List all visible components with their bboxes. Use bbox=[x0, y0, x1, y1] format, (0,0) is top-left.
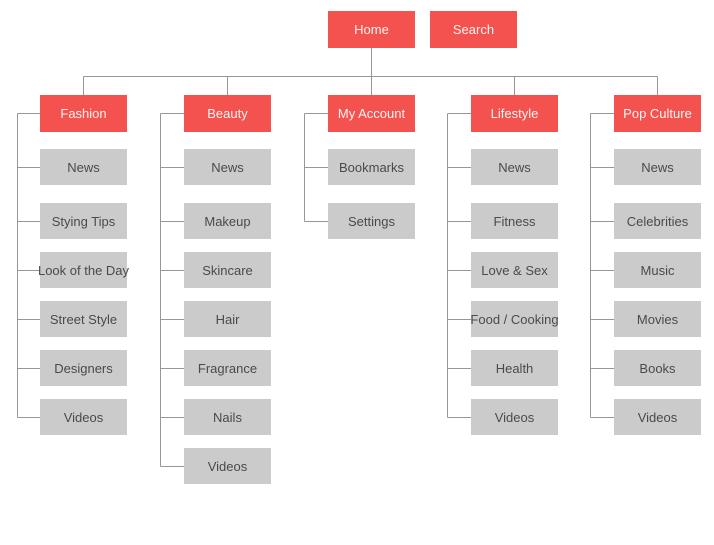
node-lifestyle[interactable]: Lifestyle bbox=[471, 95, 558, 132]
node-my-account-settings[interactable]: Settings bbox=[328, 203, 415, 239]
node-label: Videos bbox=[207, 458, 248, 474]
node-label: Videos bbox=[63, 409, 104, 425]
node-label: Settings bbox=[348, 213, 395, 229]
node-lifestyle-food-cooking[interactable]: Food / Cooking bbox=[470, 301, 559, 337]
node-beauty[interactable]: Beauty bbox=[184, 95, 271, 132]
node-fashion-look-of-the-day[interactable]: Look of the Day bbox=[37, 252, 130, 288]
node-pop-culture-news[interactable]: News bbox=[614, 149, 701, 185]
node-beauty-news[interactable]: News bbox=[184, 149, 271, 185]
node-label: Street Style bbox=[49, 311, 118, 327]
node-beauty-hair[interactable]: Hair bbox=[184, 301, 271, 337]
node-fashion-videos[interactable]: Videos bbox=[40, 399, 127, 435]
node-label: News bbox=[498, 159, 531, 175]
node-beauty-videos[interactable]: Videos bbox=[184, 448, 271, 484]
node-pop-culture[interactable]: Pop Culture bbox=[614, 95, 701, 132]
node-label: News bbox=[641, 159, 674, 175]
node-pop-culture-videos[interactable]: Videos bbox=[614, 399, 701, 435]
node-lifestyle-love-sex[interactable]: Love & Sex bbox=[471, 252, 558, 288]
node-beauty-skincare[interactable]: Skincare bbox=[184, 252, 271, 288]
node-fashion-news[interactable]: News bbox=[40, 149, 127, 185]
node-fashion-designers[interactable]: Designers bbox=[40, 350, 127, 386]
node-label: News bbox=[67, 159, 100, 175]
node-label: Hair bbox=[215, 311, 240, 327]
node-pop-culture-books[interactable]: Books bbox=[614, 350, 701, 386]
node-label: Music bbox=[640, 262, 675, 278]
node-beauty-fragrance[interactable]: Fragrance bbox=[184, 350, 271, 386]
node-home-label: Home bbox=[354, 22, 389, 37]
node-fashion-label: Fashion bbox=[60, 106, 107, 121]
node-label: News bbox=[211, 159, 244, 175]
node-label: Skincare bbox=[202, 262, 253, 278]
node-label: Movies bbox=[636, 311, 679, 327]
node-label: Fragrance bbox=[197, 360, 258, 376]
node-home[interactable]: Home bbox=[328, 11, 415, 48]
node-label: Fitness bbox=[493, 213, 536, 229]
node-label: Love & Sex bbox=[481, 262, 548, 278]
node-lifestyle-health[interactable]: Health bbox=[471, 350, 558, 386]
node-label: Food / Cooking bbox=[470, 311, 559, 327]
node-lifestyle-label: Lifestyle bbox=[490, 106, 539, 121]
node-label: Makeup bbox=[204, 213, 251, 229]
node-pop-culture-music[interactable]: Music bbox=[614, 252, 701, 288]
node-search-label: Search bbox=[452, 22, 495, 37]
node-label: Designers bbox=[54, 360, 113, 376]
node-search[interactable]: Search bbox=[430, 11, 517, 48]
node-label: Bookmarks bbox=[338, 159, 405, 175]
node-label: Videos bbox=[494, 409, 535, 425]
node-fashion[interactable]: Fashion bbox=[40, 95, 127, 132]
node-my-account-bookmarks[interactable]: Bookmarks bbox=[328, 149, 415, 185]
node-my-account[interactable]: My Account bbox=[328, 95, 415, 132]
node-label: Celebrities bbox=[626, 213, 689, 229]
node-fashion-stying-tips[interactable]: Stying Tips bbox=[40, 203, 127, 239]
node-pop-culture-movies[interactable]: Movies bbox=[614, 301, 701, 337]
node-beauty-label: Beauty bbox=[207, 106, 248, 121]
node-label: Look of the Day bbox=[37, 262, 130, 278]
node-label: Health bbox=[495, 360, 534, 376]
node-fashion-street-style[interactable]: Street Style bbox=[40, 301, 127, 337]
node-beauty-makeup[interactable]: Makeup bbox=[184, 203, 271, 239]
node-pop-culture-label: Pop Culture bbox=[623, 106, 692, 121]
node-beauty-nails[interactable]: Nails bbox=[184, 399, 271, 435]
node-pop-culture-celebrities[interactable]: Celebrities bbox=[614, 203, 701, 239]
node-label: Nails bbox=[213, 409, 242, 425]
node-label: Stying Tips bbox=[51, 213, 116, 229]
node-my-account-label: My Account bbox=[337, 106, 406, 121]
node-label: Videos bbox=[637, 409, 678, 425]
node-lifestyle-fitness[interactable]: Fitness bbox=[471, 203, 558, 239]
node-lifestyle-news[interactable]: News bbox=[471, 149, 558, 185]
node-lifestyle-videos[interactable]: Videos bbox=[471, 399, 558, 435]
node-label: Books bbox=[639, 360, 676, 376]
